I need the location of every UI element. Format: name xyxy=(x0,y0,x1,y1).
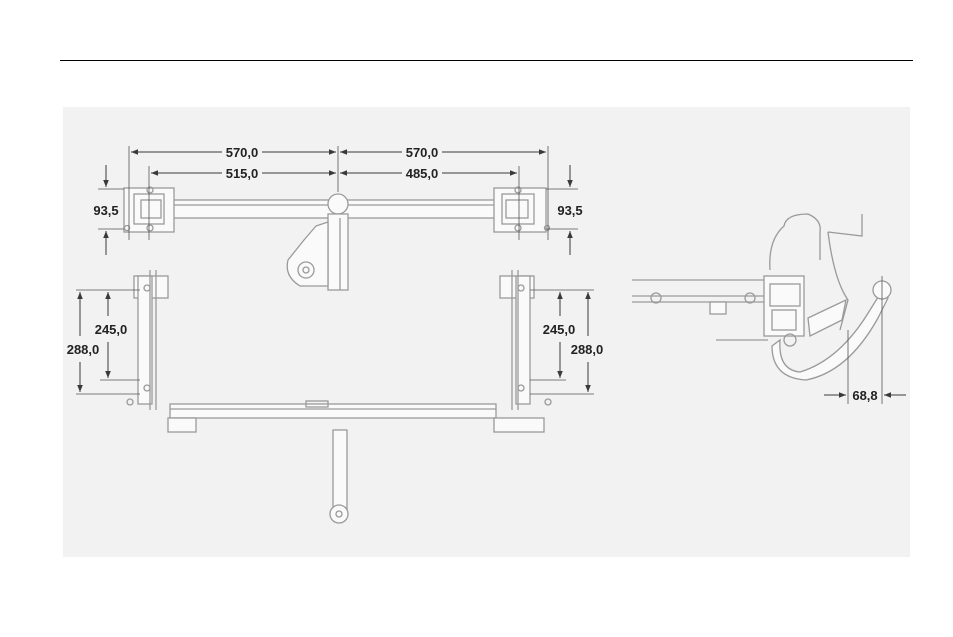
socket-plate xyxy=(287,222,328,286)
side-view: 68,8 xyxy=(632,214,906,404)
dim-left-outer: 570,0 xyxy=(226,145,259,160)
dim-left-inner-vertical: 245,0 xyxy=(95,322,128,337)
dim-right-inner: 485,0 xyxy=(406,166,439,181)
dim-left-outer-vertical: 288,0 xyxy=(67,342,100,357)
dim-left-inner: 515,0 xyxy=(226,166,259,181)
front-view-frame xyxy=(127,270,551,523)
top-view-crossbar xyxy=(124,187,550,290)
tow-ball xyxy=(328,194,348,214)
dim-right-outer-vertical: 288,0 xyxy=(571,342,604,357)
dim-side-offset: 68,8 xyxy=(852,388,877,403)
dim-left-height: 93,5 xyxy=(93,203,118,218)
dim-right-height: 93,5 xyxy=(557,203,582,218)
dim-right-inner-vertical: 245,0 xyxy=(543,322,576,337)
dim-right-outer: 570,0 xyxy=(406,145,439,160)
